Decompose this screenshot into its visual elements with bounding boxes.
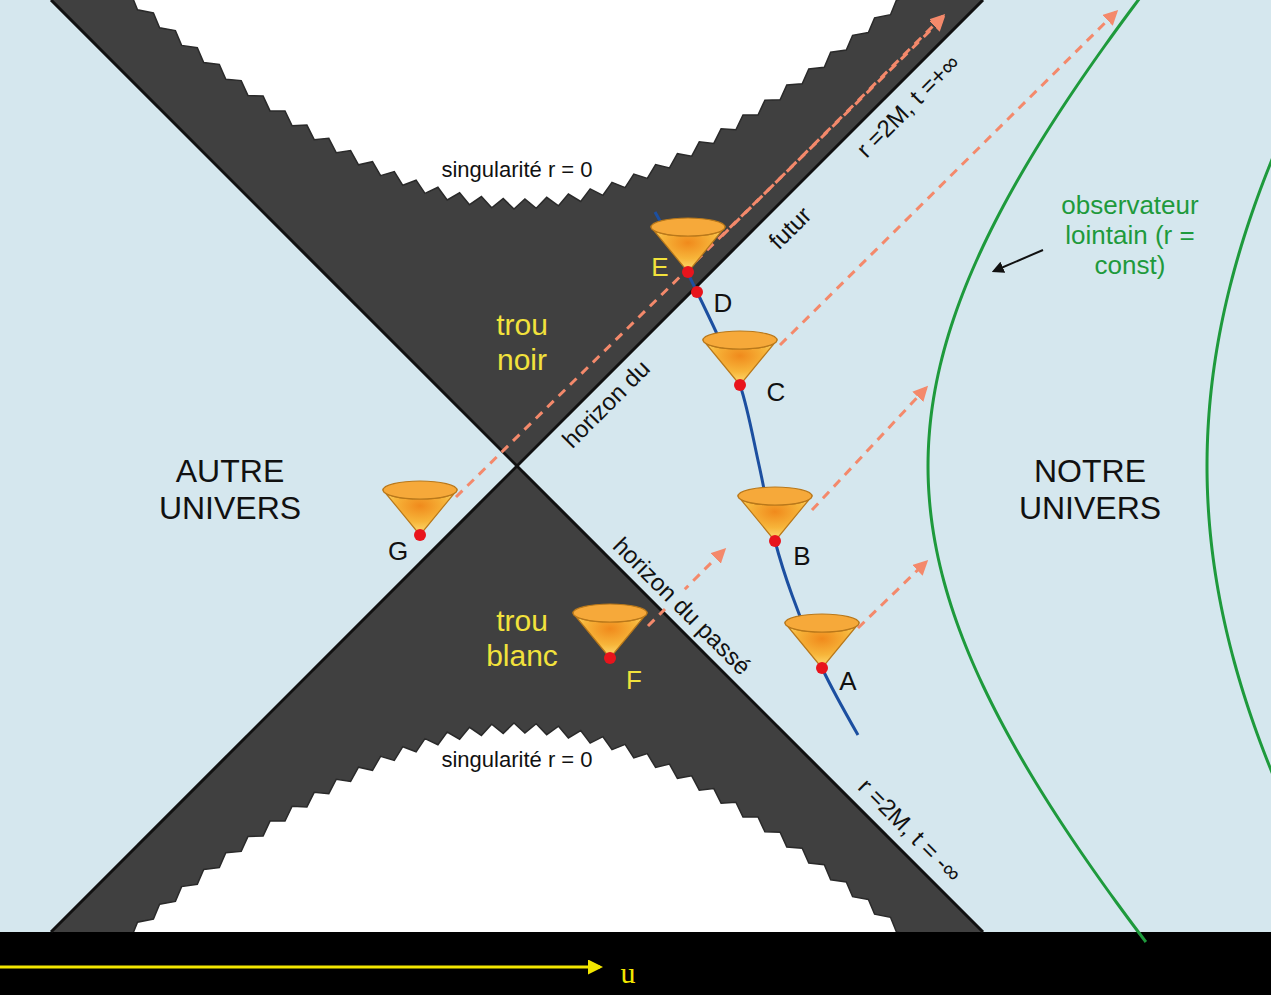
pointer-arrow: [994, 250, 1043, 271]
observer-worldline: [1207, 0, 1271, 942]
light-ray: [780, 12, 1116, 345]
region-label: trou blanc: [486, 604, 558, 673]
horizon-label: horizon du: [557, 355, 656, 454]
event-point: [691, 286, 703, 298]
observer-label: observateur lointain (r = const): [1043, 191, 1218, 281]
light-cone: [703, 331, 777, 385]
event-point: [769, 535, 781, 547]
cone-rim: [738, 487, 812, 505]
light-cone: [573, 604, 647, 658]
infalling-worldline: [655, 212, 858, 735]
event-letter: C: [767, 378, 786, 408]
axis-band: [0, 932, 1271, 995]
region-label: NOTRE UNIVERS: [1019, 453, 1161, 527]
horizon-label: horizon du passé: [605, 529, 759, 683]
horizon-coordinate: r =2M, t =+∞: [851, 49, 965, 163]
horizon-label: futur: [763, 201, 816, 254]
event-letter: D: [714, 289, 733, 319]
u-axis-arrow: [0, 966, 600, 969]
region-label: trou noir: [496, 308, 548, 377]
horizon-coordinate: r =2M, t = -∞: [853, 773, 968, 888]
cone-rim: [383, 481, 457, 499]
cone-rim: [785, 614, 859, 632]
light-cone: [383, 481, 457, 535]
region-label: AUTRE UNIVERS: [159, 453, 301, 527]
event-letter: B: [793, 542, 810, 572]
light-cone: [785, 614, 859, 668]
event-point: [414, 529, 426, 541]
horizon-line: [51, 0, 983, 932]
cone-rim: [703, 331, 777, 349]
event-point: [816, 662, 828, 674]
event-point: [682, 266, 694, 278]
event-letter: F: [626, 666, 642, 696]
light-ray: [456, 18, 943, 497]
singularity-label: singularité r = 0: [437, 747, 596, 772]
axis-label: u: [621, 956, 636, 991]
light-ray: [858, 562, 926, 628]
event-point: [734, 379, 746, 391]
singularity-label: singularité r = 0: [437, 157, 596, 182]
light-cone: [738, 487, 812, 541]
cone-rim: [651, 218, 725, 236]
event-point: [604, 652, 616, 664]
horizon-line: [51, 0, 983, 932]
event-letter: E: [651, 253, 668, 283]
light-ray: [812, 388, 926, 510]
event-letter: G: [388, 537, 408, 567]
event-letter: A: [839, 667, 856, 697]
cone-rim: [573, 604, 647, 622]
